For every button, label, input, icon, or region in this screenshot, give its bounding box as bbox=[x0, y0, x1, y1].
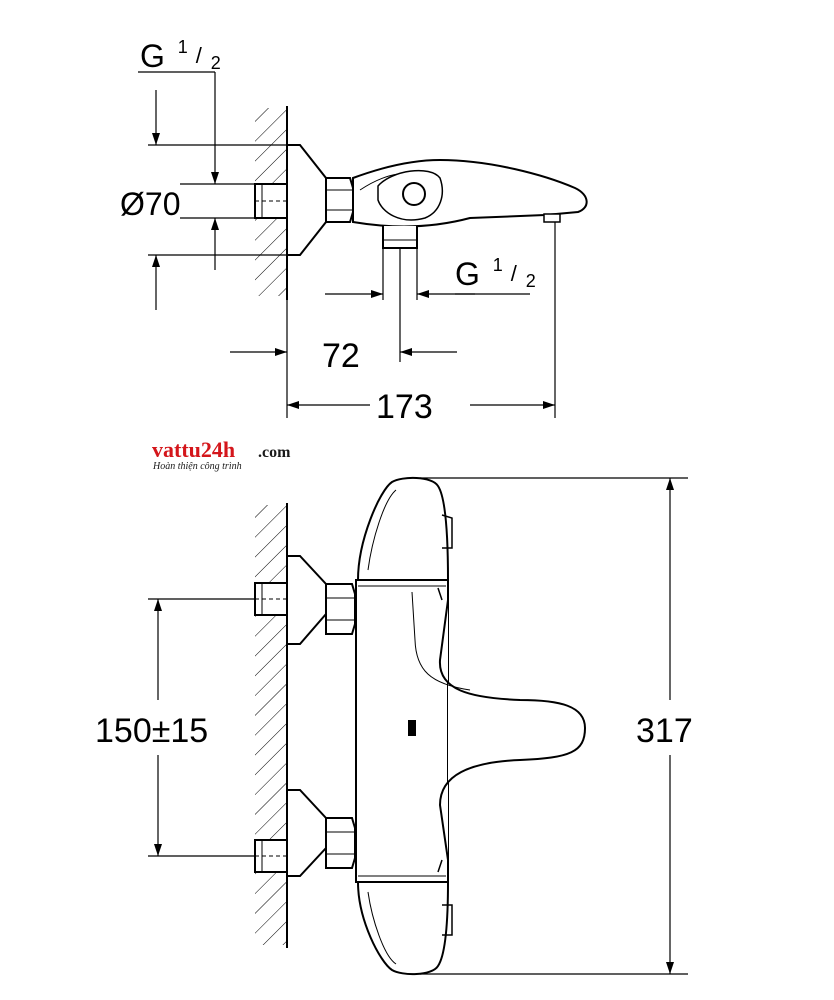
spout-front bbox=[438, 599, 587, 861]
dim-173-label: 173 bbox=[376, 388, 433, 426]
wall-hatch-front bbox=[255, 505, 287, 945]
brand-logo: vattu24h .com Hoàn thiện công trình bbox=[152, 437, 291, 472]
logo-suffix: .com bbox=[258, 444, 291, 461]
spout-outlet-top bbox=[543, 213, 561, 223]
thread-label-outlet: G 1 / 2 bbox=[455, 242, 536, 292]
handle-button-top bbox=[402, 182, 426, 206]
thread-label-top: G 1 / 2 bbox=[140, 24, 221, 74]
top-view bbox=[254, 106, 588, 300]
front-view bbox=[254, 476, 587, 976]
nut-top bbox=[325, 177, 354, 223]
escutcheon-top bbox=[286, 144, 327, 256]
aerator-slot bbox=[408, 720, 416, 736]
escutcheon-lower bbox=[286, 789, 327, 877]
bottom-outlet-top bbox=[382, 226, 418, 249]
nut-lower bbox=[325, 817, 356, 869]
diameter-label: Ø70 bbox=[120, 186, 180, 222]
front-dimensions bbox=[148, 477, 688, 975]
dim-150-label: 150±15 bbox=[95, 712, 208, 750]
top-handle-front bbox=[356, 476, 450, 581]
logo-tagline: Hoàn thiện công trình bbox=[152, 461, 242, 472]
bottom-handle-front bbox=[356, 881, 450, 976]
logo-name: vattu24h bbox=[152, 437, 235, 462]
dim-72-label: 72 bbox=[322, 337, 360, 375]
nut-upper bbox=[325, 583, 356, 635]
top-dimensions bbox=[138, 71, 556, 418]
dim-317-label: 317 bbox=[636, 712, 693, 750]
mixer-body-front bbox=[355, 579, 449, 883]
escutcheon-upper bbox=[286, 555, 327, 645]
